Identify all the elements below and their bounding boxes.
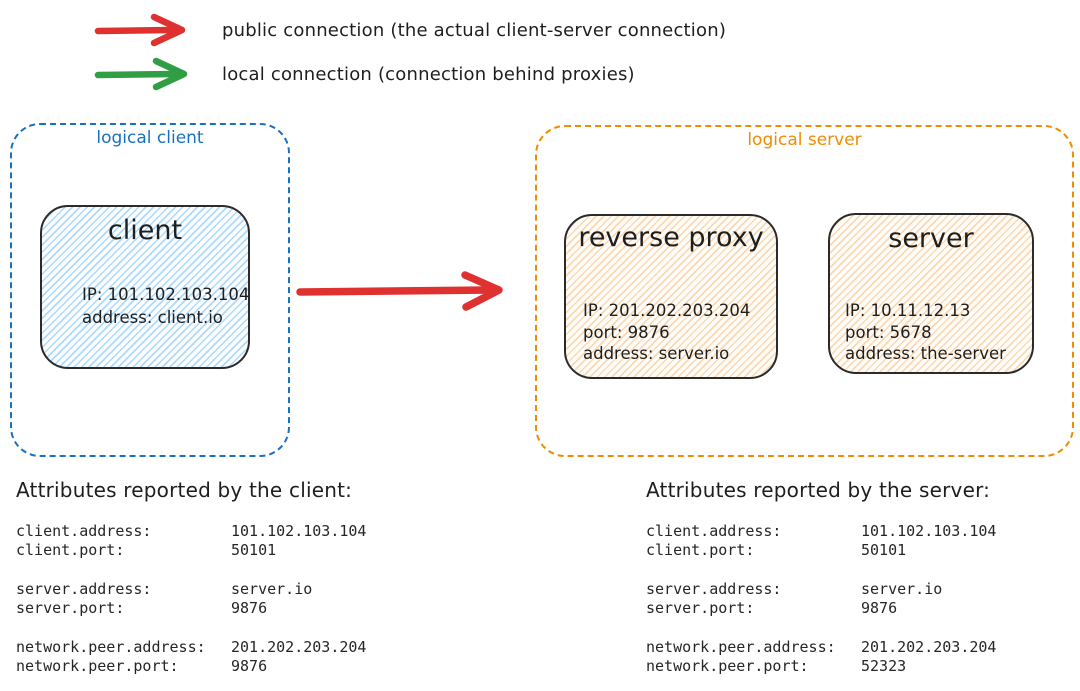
attribute-value: 101.102.103.104 — [861, 522, 997, 540]
node-detail-line: IP: 10.11.12.13 — [845, 301, 971, 320]
server-node-title: server — [888, 223, 974, 254]
node-detail-line: port: 9876 — [583, 322, 670, 342]
node-detail-line: IP: 101.102.103.104 — [82, 285, 250, 304]
attribute-value: 201.202.203.204 — [231, 638, 367, 656]
attribute-key: network.peer.address: — [16, 638, 206, 656]
attribute-value: 50101 — [861, 540, 907, 559]
reverse-proxy-node-title: reverse proxy — [578, 222, 764, 253]
attribute-key: network.peer.port: — [646, 656, 809, 675]
node-detail-line: address: client.io — [82, 308, 223, 327]
node-detail-line: address: server.io — [583, 344, 730, 363]
attribute-key: network.peer.port: — [16, 656, 179, 675]
legend-item-public: public connection (the actual client-ser… — [92, 12, 726, 48]
attribute-value: 9876 — [231, 598, 268, 617]
node-detail-line: address: the-server — [845, 344, 1006, 363]
attribute-value: 50101 — [231, 540, 277, 559]
client-node-details: IP: 101.102.103.104 address: client.io — [82, 283, 249, 329]
attribute-row: client.address: 101.102.103.104 — [646, 522, 1076, 541]
attribute-row: network.peer.address: 201.202.203.204 — [16, 638, 446, 657]
attribute-value: 201.202.203.204 — [861, 638, 997, 656]
green-arrow-icon — [94, 57, 188, 91]
client-node: client IP: 101.102.103.104 address: clie… — [40, 205, 250, 369]
attribute-value: 9876 — [861, 598, 898, 617]
attribute-key: client.address: — [16, 522, 152, 540]
attribute-key: server.address: — [16, 580, 152, 598]
attribute-key: client.address: — [646, 522, 782, 540]
public-connection-arrow — [296, 271, 503, 311]
node-detail-line: IP: 201.202.203.204 — [583, 301, 751, 320]
attribute-row: network.peer.port: 9876 — [16, 657, 446, 676]
attribute-key: network.peer.address: — [646, 638, 836, 656]
attribute-key: server.address: — [646, 580, 782, 598]
server-attributes-rows: client.address: 101.102.103.104 client.p… — [646, 522, 1076, 675]
attribute-key: client.port: — [646, 540, 755, 559]
attribute-row: network.peer.address: 201.202.203.204 — [646, 638, 1076, 657]
logical-server-group: logical server reverse proxy IP: 201.202… — [535, 125, 1074, 457]
red-arrow-icon — [94, 13, 186, 47]
attribute-row: client.port: 50101 — [16, 541, 446, 560]
server-attributes: Attributes reported by the server: clien… — [646, 478, 1076, 691]
attribute-key: server.port: — [16, 598, 125, 617]
client-node-title: client — [107, 215, 183, 246]
attribute-group: server.address: server.io server.port: 9… — [16, 580, 446, 617]
attribute-row: server.port: 9876 — [646, 599, 1076, 618]
attribute-value: 52323 — [861, 656, 907, 675]
attribute-value: server.io — [861, 580, 943, 598]
attribute-group: client.address: 101.102.103.104 client.p… — [646, 522, 1076, 559]
reverse-proxy-node: reverse proxy IP: 201.202.203.204 port: … — [564, 214, 778, 379]
logical-client-label: logical client — [96, 128, 204, 148]
client-attributes-rows: client.address: 101.102.103.104 client.p… — [16, 522, 446, 675]
attribute-group: client.address: 101.102.103.104 client.p… — [16, 522, 446, 559]
legend-label-local: local connection (connection behind prox… — [222, 63, 635, 85]
attribute-key: client.port: — [16, 540, 125, 559]
attribute-group: network.peer.address: 201.202.203.204 ne… — [646, 638, 1076, 675]
attribute-key: server.port: — [646, 598, 755, 617]
attribute-value: 9876 — [231, 656, 268, 675]
logical-server-label: logical server — [747, 130, 862, 150]
attribute-row: server.address: server.io — [646, 580, 1076, 599]
legend-item-local: local connection (connection behind prox… — [92, 56, 635, 92]
attribute-row: client.address: 101.102.103.104 — [16, 522, 446, 541]
attribute-row: network.peer.port: 52323 — [646, 657, 1076, 676]
legend-label-public: public connection (the actual client-ser… — [222, 19, 727, 41]
server-node: server IP: 10.11.12.13 port: 5678 addres… — [828, 213, 1034, 374]
node-detail-line: port: 5678 — [845, 322, 932, 342]
server-node-details: IP: 10.11.12.13 port: 5678 address: the-… — [845, 300, 1006, 365]
attribute-value: server.io — [231, 580, 313, 598]
attribute-row: client.port: 50101 — [646, 541, 1076, 560]
attribute-group: network.peer.address: 201.202.203.204 ne… — [16, 638, 446, 675]
attribute-row: server.port: 9876 — [16, 599, 446, 618]
attributes-heading: Attributes reported by the server: — [646, 478, 991, 502]
attribute-value: 101.102.103.104 — [231, 522, 367, 540]
attributes-heading: Attributes reported by the client: — [16, 478, 353, 502]
attribute-group: server.address: server.io server.port: 9… — [646, 580, 1076, 617]
attribute-row: server.address: server.io — [16, 580, 446, 599]
client-attributes: Attributes reported by the client: clien… — [16, 478, 446, 691]
logical-client-group: logical client client IP: 101.102.103.10… — [10, 123, 290, 457]
reverse-proxy-node-details: IP: 201.202.203.204 port: 9876 address: … — [583, 300, 750, 365]
